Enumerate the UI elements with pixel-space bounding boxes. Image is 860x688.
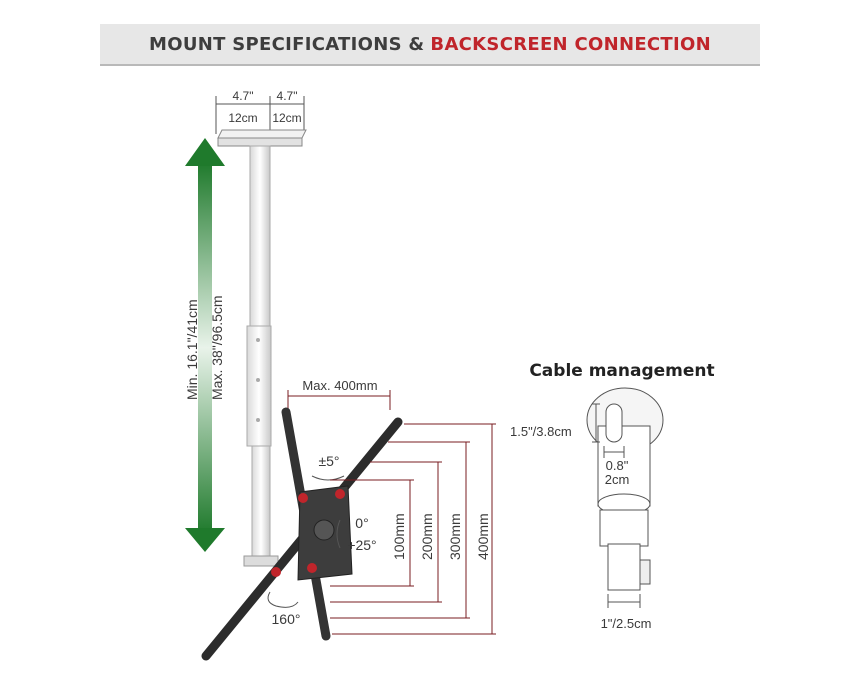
cable-slot-width-in: 0.8" — [606, 458, 629, 473]
pole — [243, 145, 279, 567]
height-max-label: Max. 38"/96.5cm — [209, 295, 225, 400]
vesa-dim-100: 100mm — [391, 513, 407, 560]
vesa-dimensions — [330, 423, 496, 635]
cable-management-diagram — [586, 387, 664, 608]
plate-width-b-in: 4.7" — [277, 89, 298, 103]
max-width-dimension: Max. 400mm — [287, 378, 391, 410]
plate-width-b-cm: 12cm — [272, 111, 301, 125]
banner-title-part2: BACKSCREEN CONNECTION — [430, 33, 711, 55]
cable-slot-height: 1.5"/3.8cm — [510, 424, 572, 439]
tilt-zero-label: 0° — [355, 515, 368, 531]
vesa-dim-300: 300mm — [447, 513, 463, 560]
plate-width-a-in: 4.7" — [233, 89, 254, 103]
vesa-bracket — [201, 407, 403, 661]
banner-title-part1: MOUNT SPECIFICATIONS & — [149, 33, 425, 55]
vesa-dim-400: 400mm — [475, 513, 491, 560]
height-min-label: Min. 16.1"/41cm — [184, 299, 200, 400]
ceiling-plate — [217, 129, 307, 147]
section-banner: MOUNT SPECIFICATIONS & BACKSCREEN CONNEC… — [100, 24, 760, 66]
cable-tube-width: 1"/2.5cm — [601, 616, 652, 631]
tilt-side-arrow-icon — [311, 475, 345, 481]
ceiling-plate-dimensions: 4.7" 4.7" 12cm 12cm — [215, 89, 305, 134]
tilt-forward-arrow-icon — [336, 519, 341, 549]
cable-slot-width-cm: 2cm — [605, 472, 630, 487]
cable-management-title: Cable management — [529, 361, 714, 381]
tilt-side-label: ±5° — [318, 453, 339, 469]
height-range-arrow — [185, 138, 225, 552]
plate-width-a-cm: 12cm — [228, 111, 257, 125]
swivel-label: 160° — [272, 611, 301, 627]
max-width-label: Max. 400mm — [302, 378, 377, 393]
vesa-dim-200: 200mm — [419, 513, 435, 560]
tilt-forward-label: +25° — [347, 537, 376, 553]
swivel-arrow-icon — [267, 591, 299, 608]
